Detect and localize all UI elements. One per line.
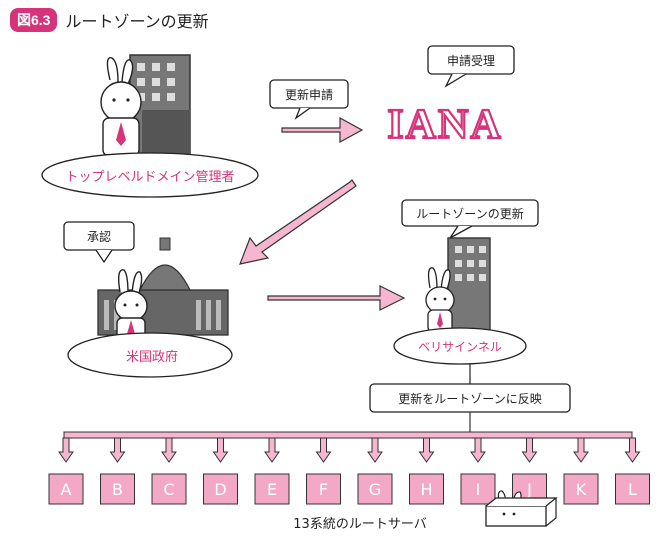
root-server-label-h: H — [420, 480, 432, 499]
tld-cloud — [41, 152, 259, 198]
root-server-label-b: B — [112, 480, 123, 499]
arrow-to-us-gov — [239, 179, 357, 265]
request-accept-label: 申請受理 — [447, 54, 495, 68]
server-arrow-d — [212, 437, 229, 463]
rabbit-icon — [100, 56, 142, 157]
root-server-box-h — [409, 473, 444, 505]
root-server-box-l — [615, 473, 650, 505]
server-arrow-k — [573, 437, 589, 463]
arrow-to-verisign — [267, 285, 406, 311]
server-arrow-c — [161, 437, 177, 463]
iana-logo: IANA — [387, 102, 502, 148]
root-server-label-k: K — [576, 480, 587, 499]
server-arrow-h — [418, 437, 435, 463]
root-server-box-c — [151, 473, 187, 505]
root-server-label-l: L — [628, 480, 637, 499]
server-arrow-j — [521, 437, 538, 463]
figure-title: ルートゾーンの更新 — [65, 12, 209, 31]
root-server-box-d — [203, 473, 238, 505]
distribution-bar — [63, 431, 633, 439]
root-zone-update-label: ルートゾーンの更新 — [416, 206, 523, 221]
server-arrow-i — [470, 437, 486, 463]
verisign-label: ベリサインネル — [418, 340, 502, 354]
server-boxes: ABCDEFGHIJKLM — [48, 473, 650, 505]
rabbit-icon — [425, 267, 455, 333]
arrow-to-iana — [281, 116, 364, 144]
us-gov-label: 米国政府 — [126, 350, 178, 365]
root-server-box-a — [48, 473, 84, 505]
root-server-label-g: G — [369, 480, 381, 499]
root-server-caption: 13系統のルートサーバ — [293, 517, 426, 532]
server-arrow-a — [58, 437, 74, 463]
root-server-box-g — [357, 473, 393, 505]
server-arrow-l — [624, 437, 641, 463]
us-gov-cloud — [67, 332, 233, 378]
reflect-label: 更新をルートゾーンに反映 — [398, 391, 541, 406]
verisign-cloud — [393, 327, 527, 365]
server-arrow-g — [367, 437, 383, 463]
root-server-label-c: C — [163, 480, 174, 499]
root-server-box-e — [254, 473, 290, 505]
rabbit-in-box-icon — [485, 490, 558, 527]
verisign-building — [447, 237, 491, 335]
root-server-box-i — [460, 473, 496, 505]
server-arrow-e — [264, 437, 280, 463]
tld-admin-label: トップレベルドメイン管理者 — [65, 170, 234, 185]
root-server-label-j: J — [526, 480, 532, 499]
root-server-box-k — [563, 473, 599, 505]
server-arrow-b — [109, 437, 126, 463]
root-server-box-b — [100, 473, 135, 505]
update-request-label: 更新申請 — [285, 87, 333, 102]
figure-header: 図6.3 ルートゾーンの更新 — [10, 8, 209, 32]
request-accept-bubble — [427, 45, 515, 75]
root-server-box-f — [306, 473, 341, 505]
root-server-label-i: I — [476, 480, 481, 499]
root-server-label-a: A — [61, 480, 72, 499]
server-arrows — [58, 437, 641, 463]
figure-number-badge: 図6.3 — [10, 8, 58, 32]
root-server-label-f: F — [319, 480, 328, 499]
approval-label: 承認 — [87, 229, 111, 244]
server-arrow-f — [315, 437, 332, 463]
root-server-label-e: E — [267, 480, 277, 499]
root-server-label-d: D — [214, 480, 226, 499]
